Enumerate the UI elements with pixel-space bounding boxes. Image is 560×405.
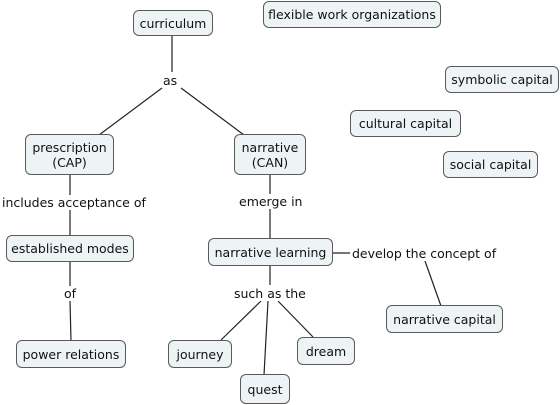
- link-label-emerge-in: emerge in: [239, 194, 303, 209]
- node-prescription-line2: (CAP): [52, 154, 87, 170]
- node-quest-label: quest: [247, 381, 283, 397]
- edge-such-journey: [220, 300, 262, 341]
- edge-such-dream: [277, 300, 314, 338]
- node-power-relations-label: power relations: [22, 346, 120, 362]
- node-narrative-learning-label: narrative learning: [214, 244, 327, 260]
- node-social-capital-label: social capital: [449, 157, 532, 172]
- node-flexible-work-organizations[interactable]: flexible work organizations: [263, 1, 441, 28]
- link-label-such-as-the: such as the: [234, 286, 306, 301]
- node-social-capital[interactable]: social capital: [443, 151, 538, 178]
- edge-such-quest: [263, 300, 269, 376]
- link-label-as: as: [163, 73, 178, 88]
- node-quest[interactable]: quest: [240, 374, 290, 404]
- node-narrative-capital-label: narrative capital: [393, 311, 496, 327]
- node-narrative-line2: (CAN): [251, 154, 289, 170]
- edge-of-power: [69, 300, 72, 342]
- node-established-modes[interactable]: established modes: [6, 235, 134, 262]
- node-narrative-line1: narrative: [241, 139, 299, 155]
- link-label-develop-the-concept-of: develop the concept of: [352, 246, 497, 261]
- node-dream-label: dream: [305, 343, 347, 359]
- node-narrative-capital[interactable]: narrative capital: [386, 305, 503, 333]
- node-symbolic-capital-label: symbolic capital: [451, 72, 553, 87]
- link-label-of: of: [64, 286, 77, 301]
- node-symbolic-capital[interactable]: symbolic capital: [445, 66, 559, 93]
- edge-as-narrative: [180, 87, 245, 136]
- node-narrative-can[interactable]: narrative (CAN): [234, 134, 306, 175]
- node-curriculum-label: curriculum: [139, 15, 207, 31]
- node-dream[interactable]: dream: [297, 337, 355, 365]
- edge-develop-capital: [424, 260, 442, 307]
- node-prescription-cap[interactable]: prescription (CAP): [25, 134, 114, 175]
- node-journey-label: journey: [176, 346, 224, 362]
- edge-as-prescription: [98, 87, 163, 136]
- link-label-includes-acceptance-of: includes acceptance of: [2, 195, 146, 210]
- node-curriculum[interactable]: curriculum: [133, 10, 213, 36]
- node-journey[interactable]: journey: [168, 340, 232, 368]
- node-cultural-capital[interactable]: cultural capital: [350, 110, 461, 137]
- node-flexible-work-label: flexible work organizations: [268, 7, 436, 22]
- node-prescription-line1: prescription: [32, 139, 107, 155]
- node-narrative-learning[interactable]: narrative learning: [208, 238, 333, 266]
- node-established-modes-label: established modes: [11, 241, 129, 256]
- node-power-relations[interactable]: power relations: [16, 340, 126, 368]
- node-cultural-capital-label: cultural capital: [358, 116, 453, 131]
